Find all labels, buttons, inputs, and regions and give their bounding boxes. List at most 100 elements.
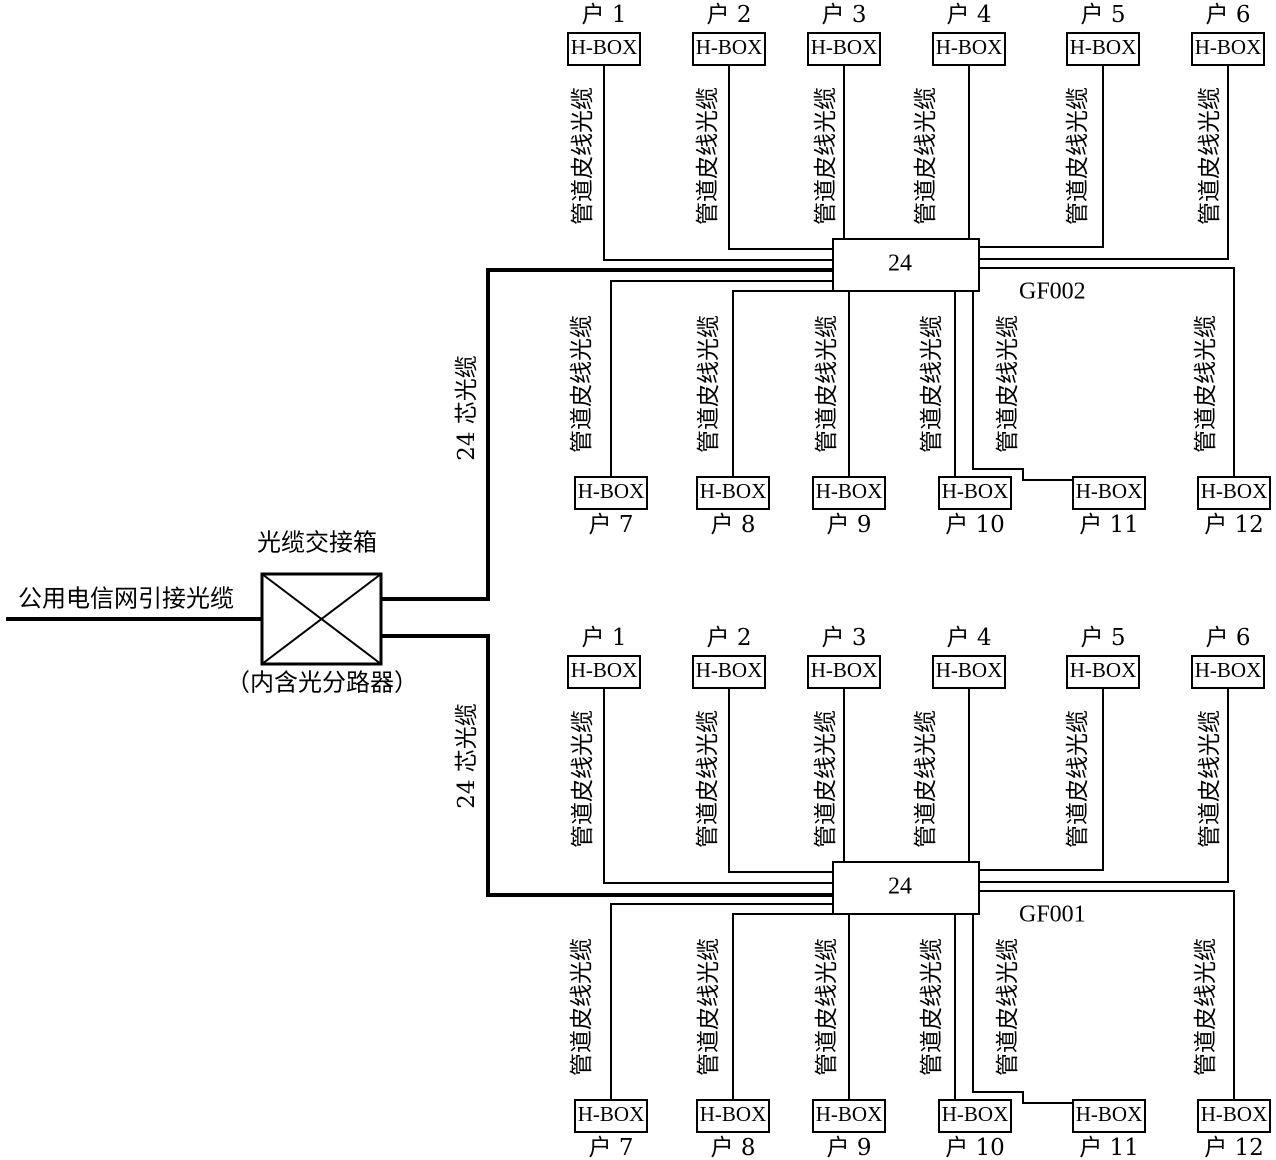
house-5: 户 5H-BOX: [1066, 2, 1140, 66]
house-7: H-BOX 户 7: [574, 476, 648, 538]
h-box: [567, 655, 641, 689]
h-box-label: H-BOX: [700, 479, 767, 503]
h-box-label: H-BOX: [1201, 479, 1268, 503]
trunk-label-gf001: 24 芯光缆: [454, 703, 480, 809]
distribution-groups: 24GF002管道皮线光缆管道皮线光缆管道皮线光缆管道皮线光缆管道皮线光缆管道皮…: [567, 2, 1271, 1160]
h-box-label: H-BOX: [816, 1102, 883, 1126]
drop-cable: [972, 914, 1073, 1104]
h-box-label: H-BOX: [696, 35, 763, 59]
house-12: H-BOX 户 12: [1197, 476, 1271, 538]
house-label: 户 12: [1204, 512, 1264, 538]
house-label: 户 9: [827, 512, 872, 538]
house-4: 户 4H-BOX: [932, 2, 1006, 66]
h-box-label: H-BOX: [700, 1102, 767, 1126]
cable-label: 管道皮线光缆: [1197, 710, 1223, 848]
h-box-label: H-BOX: [1201, 1102, 1268, 1126]
house-label: 户 1: [582, 2, 627, 28]
cable-label: 管道皮线光缆: [995, 315, 1021, 453]
h-box: [692, 32, 766, 66]
house-1: 户 1H-BOX: [567, 625, 641, 689]
house-label: 户 7: [589, 512, 634, 538]
h-box-label: H-BOX: [936, 658, 1003, 682]
house-label: 户 7: [589, 1135, 634, 1160]
house-6: 户 6 H-BOX: [1191, 2, 1265, 66]
h-box: [807, 655, 881, 689]
house-label: 户 10: [945, 1135, 1005, 1160]
h-box: [1191, 32, 1265, 66]
house-3: 户 3H-BOX: [807, 625, 881, 689]
splitter-node: [832, 861, 980, 915]
h-box: [696, 1099, 770, 1133]
house-label: 户 5: [1081, 2, 1126, 28]
cable-label: 管道皮线光缆: [1193, 315, 1219, 453]
h-box-label: H-BOX: [811, 658, 878, 682]
h-box: [696, 476, 770, 510]
house-label: 户 8: [711, 1135, 756, 1160]
h-box: [692, 655, 766, 689]
house-label: 户 5: [1081, 625, 1126, 651]
cable-label: 管道皮线光缆: [814, 938, 840, 1076]
cable-label: 管道皮线光缆: [695, 710, 721, 848]
cable-label: 管道皮线光缆: [919, 938, 945, 1076]
house-label: 户 6: [1206, 2, 1251, 28]
house-7: H-BOX 户 7: [574, 1099, 648, 1160]
h-box-label: H-BOX: [816, 479, 883, 503]
cable-label: 管道皮线光缆: [814, 315, 840, 453]
cable-label: 管道皮线光缆: [1193, 938, 1219, 1076]
drop-cable: [603, 688, 833, 884]
house-label: 户 6: [1206, 625, 1251, 651]
h-box: [574, 476, 648, 510]
house-label: 户 8: [711, 512, 756, 538]
node-id: GF001: [1019, 902, 1086, 928]
h-box: [1066, 32, 1140, 66]
incoming-cable-label: 公用电信网引接光缆: [18, 585, 234, 613]
h-box-label: H-BOX: [696, 658, 763, 682]
house-label: 户 11: [1079, 512, 1139, 538]
drop-cable: [732, 290, 833, 477]
splitter-node: [832, 238, 980, 292]
h-box: [938, 476, 1012, 510]
drop-cable: [610, 280, 833, 477]
h-box: [1072, 476, 1146, 510]
h-box-label: H-BOX: [811, 35, 878, 59]
drop-cable: [979, 65, 1229, 260]
drop-cable: [610, 903, 833, 1100]
h-box: [812, 476, 886, 510]
cable-label: 管道皮线光缆: [570, 87, 596, 225]
drop-cable: [979, 688, 1104, 871]
trunk-label-gf002: 24 芯光缆: [454, 355, 480, 461]
house-label: 户 10: [945, 512, 1005, 538]
drop-cable: [979, 65, 1104, 248]
h-box: [807, 32, 881, 66]
h-box: [1072, 1099, 1146, 1133]
h-box-label: H-BOX: [578, 479, 645, 503]
drop-cable: [603, 65, 833, 261]
house-2: 户 2H-BOX: [692, 625, 766, 689]
trunk-cable-gf002: [381, 268, 833, 601]
h-box-label: H-BOX: [571, 35, 638, 59]
cable-label: 管道皮线光缆: [995, 938, 1021, 1076]
node-group-gf001: 24GF001管道皮线光缆管道皮线光缆管道皮线光缆管道皮线光缆管道皮线光缆管道皮…: [567, 625, 1271, 1160]
house-4: 户 4 H-BOX: [932, 625, 1006, 689]
cable-label: 管道皮线光缆: [696, 315, 722, 453]
drop-cable: [728, 688, 833, 873]
h-box-label: H-BOX: [1195, 35, 1262, 59]
cable-label: 管道皮线光缆: [696, 938, 722, 1076]
node-id: GF002: [1019, 279, 1086, 305]
house-label: 户 4: [947, 625, 992, 651]
node-capacity: 24: [888, 874, 912, 900]
h-box-label: H-BOX: [578, 1102, 645, 1126]
house-label: 户 11: [1079, 1135, 1139, 1160]
house-6: 户 6H-BOX: [1191, 625, 1265, 689]
house-label: 户 3: [822, 2, 867, 28]
h-box-label: H-BOX: [942, 479, 1009, 503]
house-label: 户 4: [947, 2, 992, 28]
h-box: [1197, 1099, 1271, 1133]
h-box-label: H-BOX: [942, 1102, 1009, 1126]
cable-label: 管道皮线光缆: [913, 710, 939, 848]
house-10: H-BOX 户 10: [938, 1099, 1012, 1160]
